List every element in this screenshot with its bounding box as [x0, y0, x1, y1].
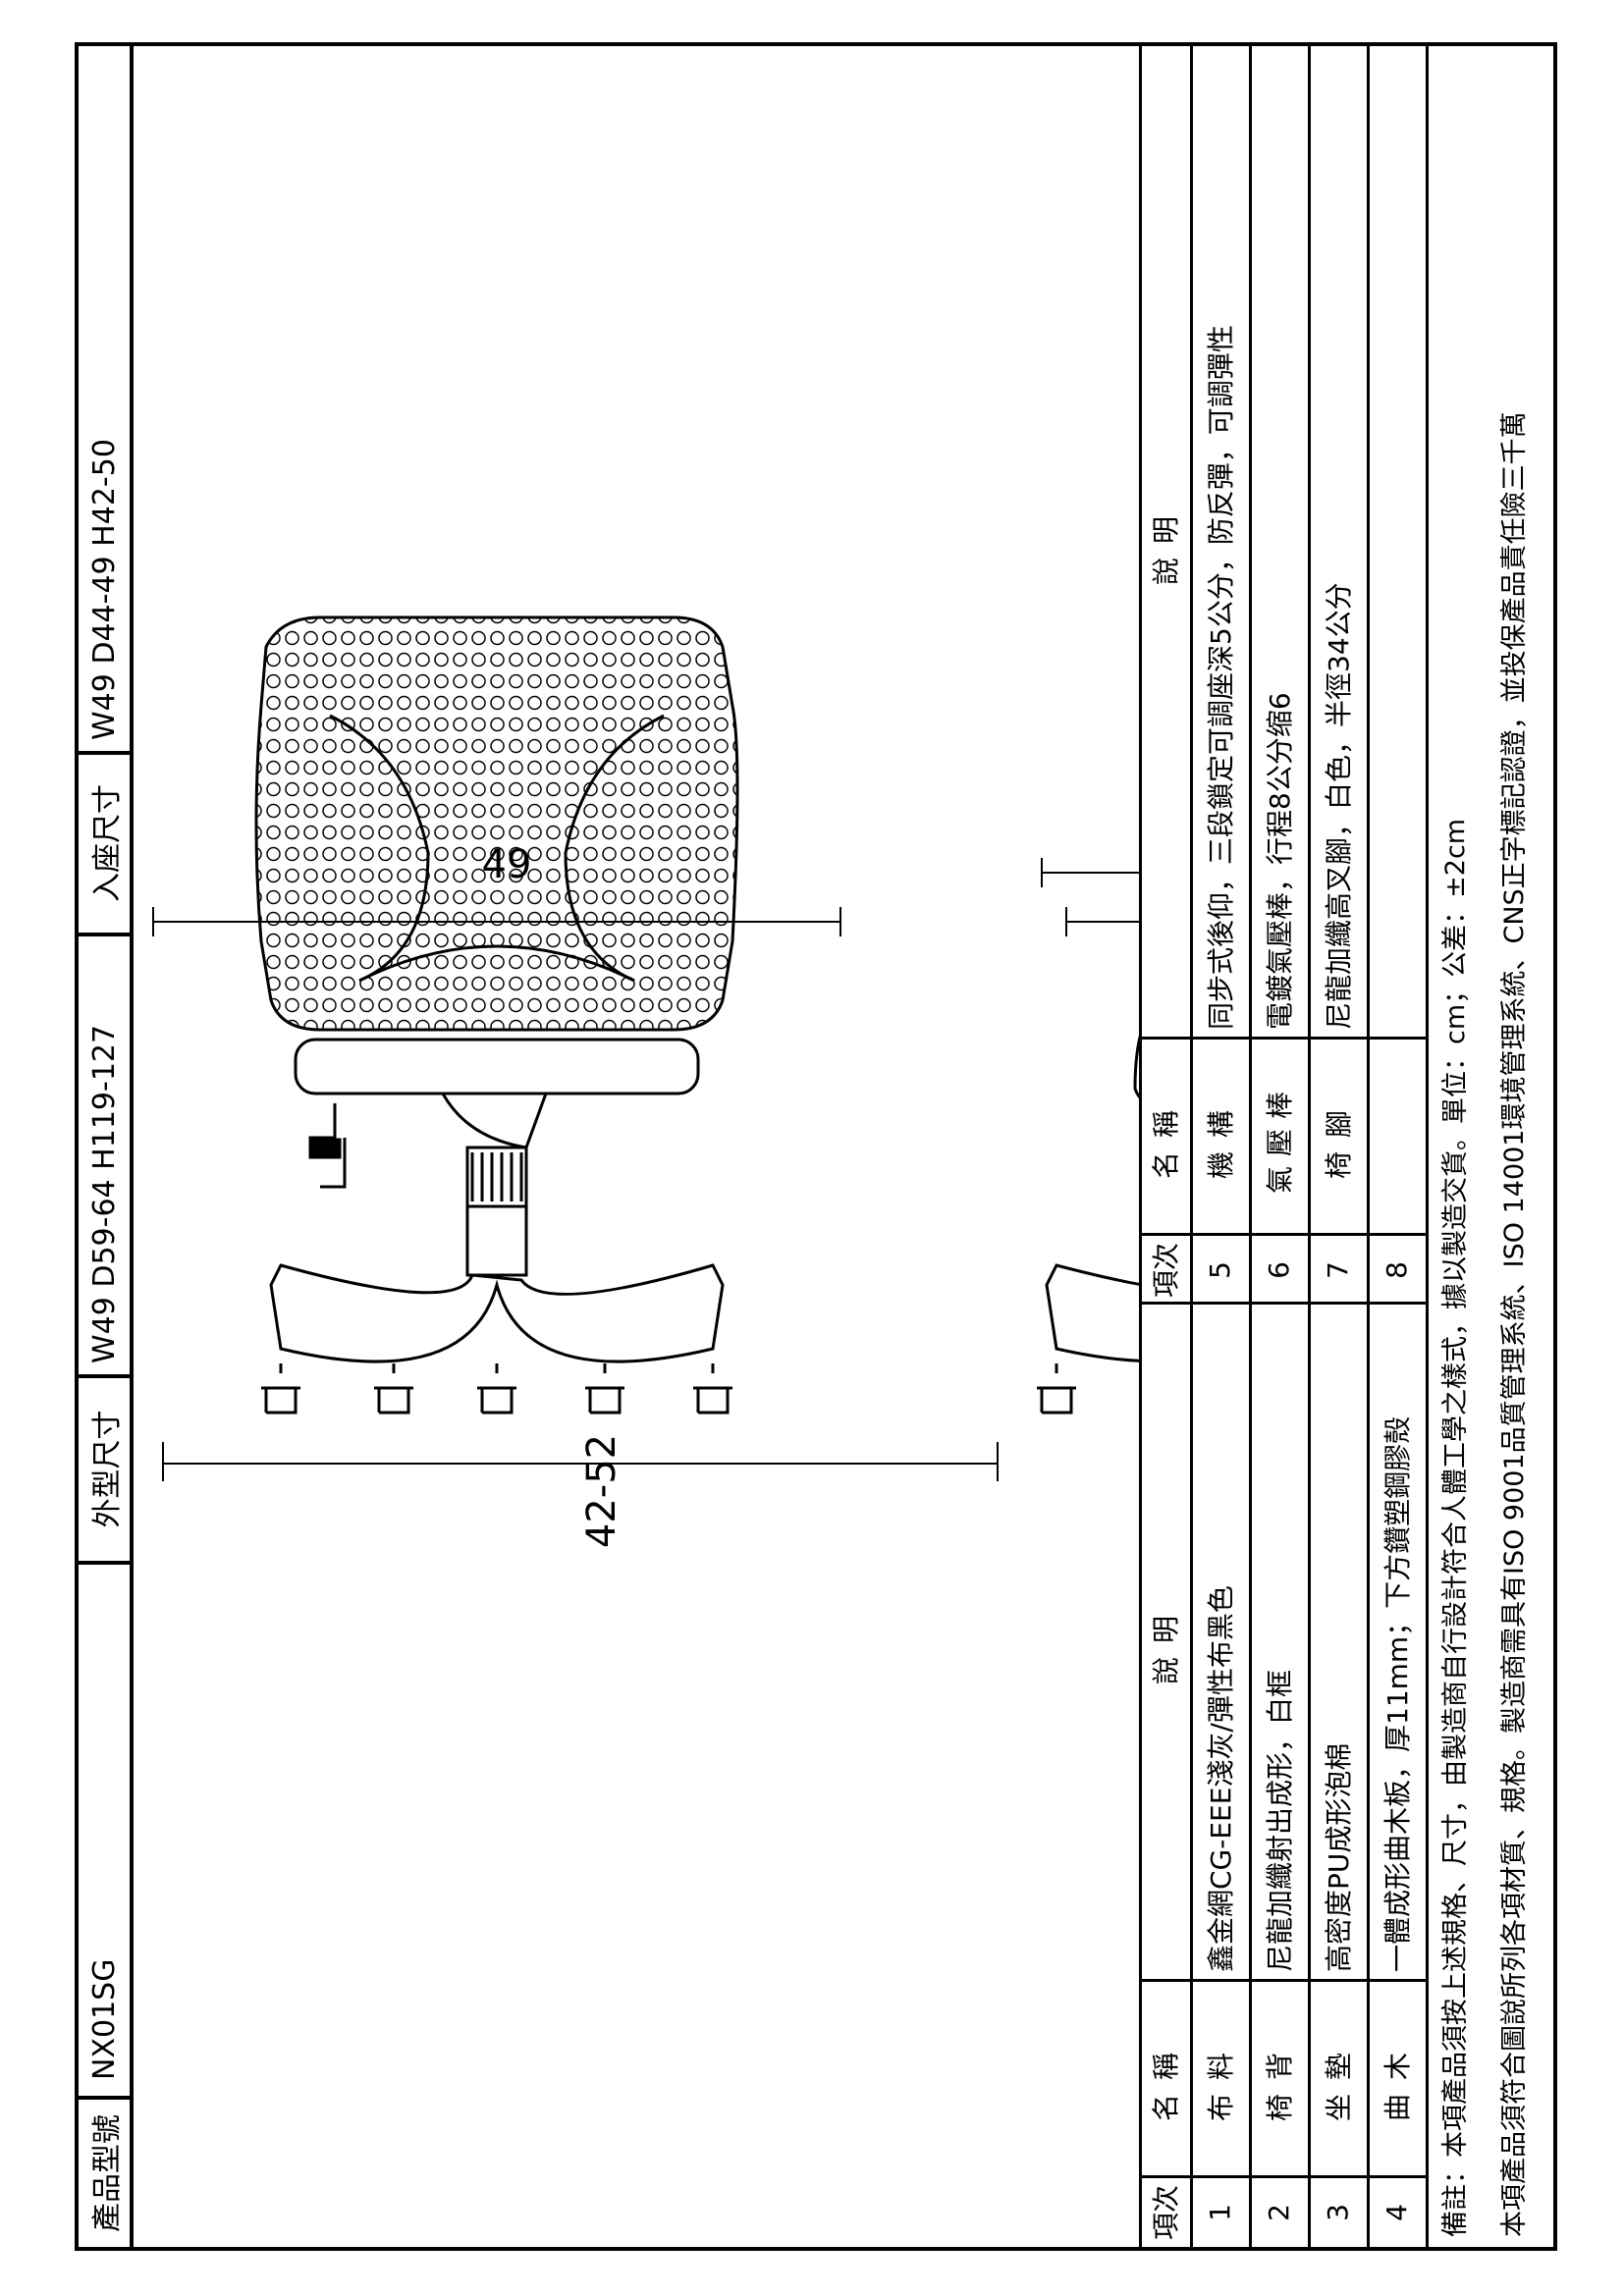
seat-depth-dim-line: [1065, 907, 1139, 936]
table-row-2-name: 椅背: [1264, 2039, 1296, 2122]
table-row-6-no: 6: [1262, 1261, 1295, 1279]
col-header-no: 項次: [1150, 2185, 1182, 2241]
model-value: NX01SG: [86, 1958, 122, 2080]
drawing-frame: 產品型號 NX01SG 外型尺寸 W49 D59-64 H119-127 入座尺…: [75, 42, 1557, 2251]
table-row-7-name: 椅腳: [1323, 1096, 1355, 1180]
front-height-dim: 49: [482, 842, 532, 887]
table-row-5-no: 5: [1203, 1261, 1236, 1279]
table-row-3-desc: 高密度PU成形泡棉: [1323, 1742, 1355, 1972]
col-header-desc-right: 說明: [1150, 503, 1182, 586]
outer-dimension-label: 外型尺寸: [90, 1410, 125, 1528]
front-width-dim: 42-52: [579, 1434, 624, 1548]
table-row-4-desc: 一體成形曲木板，厚11mm；下方鑽塑鋼膠殼: [1381, 1415, 1414, 1972]
table-row-1-desc: 鑫金網CG-EEE淺灰/彈性布黑色: [1205, 1585, 1237, 1972]
col-header-name: 名稱: [1150, 2039, 1182, 2122]
outer-dimension-value: W49 D59-64 H119-127: [86, 1024, 122, 1363]
backrest-mesh: [254, 615, 739, 1032]
table-row-5-name: 機構: [1205, 1096, 1237, 1180]
table-row-6-name: 氣壓棒: [1264, 1082, 1296, 1195]
base-side: [1045, 1263, 1139, 1363]
front-view-drawing: [152, 615, 999, 1481]
base-front: [269, 1263, 725, 1363]
seating-dimension-value: W49 D44-49 H42-50: [86, 439, 122, 740]
table-row-4-name: 曲木: [1381, 2039, 1414, 2122]
front-width-dim-line: [162, 1442, 999, 1481]
spec-table: 項次 名稱 說明 項次 名稱 說明 1 布料 鑫金網CG-EEE淺灰/彈性布黑色…: [1139, 46, 1557, 2247]
table-row-1-name: 布料: [1205, 2039, 1237, 2122]
table-row-6-desc: 電鍍氣壓棒，行程8公分缩6: [1264, 692, 1296, 1030]
col-header-no-right: 項次: [1150, 1243, 1182, 1299]
seating-dimension-label: 入座尺寸: [90, 784, 125, 902]
table-row-2-desc: 尼龍加纖射出成形，白框: [1264, 1669, 1296, 1972]
col-header-name-right: 名稱: [1150, 1096, 1182, 1180]
caster-wheels-side: [1037, 1363, 1076, 1415]
note-line-2: 本項產品須符合圖說所列各項材質、規格。製造商需具有ISO 9001品質管理系統、…: [1499, 411, 1530, 2237]
table-row-8-name: [1367, 1040, 1426, 1236]
header-strip: 產品型號 NX01SG 外型尺寸 W49 D59-64 H119-127 入座尺…: [79, 46, 134, 2247]
table-row-8-desc: [1367, 48, 1426, 1030]
table-row-3-name: 坐墊: [1323, 2039, 1355, 2122]
table-row-7-no: 7: [1321, 1261, 1354, 1279]
table-row-3-no: 3: [1321, 2204, 1354, 2221]
note-line-1: 備註：本項產品須按上述規格、尺寸，由製造商自行設計符合人體工學之樣式，據以製造交…: [1440, 818, 1471, 2237]
table-row-7-desc: 尼龍加纖高叉腳，白色，半徑34公分: [1323, 582, 1355, 1030]
table-row-5-desc: 同步式後仰，三段鎖定可調座深5公分，防反彈，可調彈性: [1205, 325, 1237, 1030]
total-depth-dim-line: [1041, 858, 1139, 887]
front-height-dim-line: [152, 907, 841, 936]
chair-drawings: 49 42-52: [152, 615, 1139, 1548]
model-label: 產品型號: [90, 2114, 125, 2232]
col-header-desc: 說明: [1150, 1602, 1182, 1685]
side-view-drawing: [1037, 858, 1139, 1415]
table-row-4-no: 4: [1380, 2204, 1413, 2221]
table-row-8-no: 8: [1380, 1261, 1413, 1279]
caster-wheels-front: [261, 1363, 732, 1415]
table-row-1-no: 1: [1203, 2204, 1236, 2221]
seat-front: [294, 1038, 700, 1095]
table-row-2-no: 2: [1262, 2204, 1295, 2221]
